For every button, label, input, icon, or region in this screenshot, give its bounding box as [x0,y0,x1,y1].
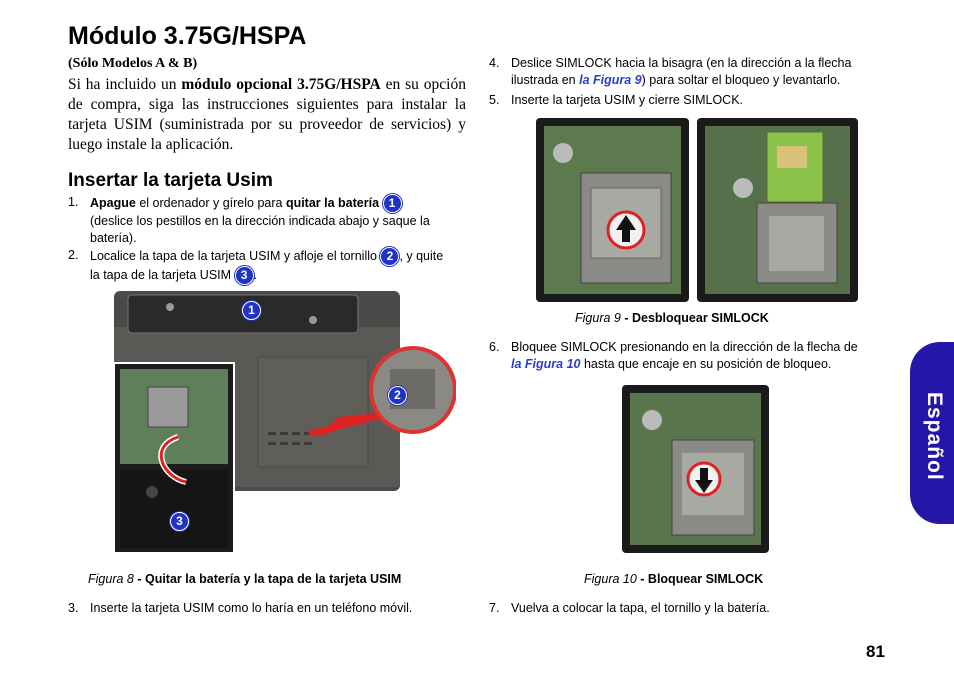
callout-badge-3: 3 [234,266,254,285]
step-4: 4. Deslice SIMLOCK hacia la bisagra (en … [489,56,852,87]
language-tab[interactable]: Español [910,342,954,524]
link-figure-10[interactable]: la Figura 10 [511,357,581,371]
figure-9-image-left [536,118,689,302]
figure-callout-1: 1 [242,301,261,320]
callout-badge-1: 1 [382,194,402,213]
page-title: Módulo 3.75G/HSPA [68,22,307,50]
figure-9-caption: Figura 9 - Desbloquear SIMLOCK [575,311,769,325]
callout-badge-2: 2 [380,247,400,266]
figure-10-caption: Figura 10 - Bloquear SIMLOCK [584,572,764,586]
step-3: 3. Inserte la tarjeta USIM como lo haría… [68,601,413,615]
step-5: 5. Inserte la tarjeta USIM y cierre SIML… [489,93,744,107]
step-6: 6. Bloquee SIMLOCK presionando en la dir… [489,340,858,371]
step-1: 1. Apague el ordenador y gírelo para qui… [68,194,430,245]
figure-callout-3: 3 [170,512,189,531]
language-tab-label: Español [923,392,946,481]
figure-9-image-right [697,118,858,302]
intro-bold: módulo opcional 3.75G/HSPA [181,76,381,93]
figure-8-image: 1 2 3 [108,287,456,555]
step-7: 7. Vuelva a colocar la tapa, el tornillo… [489,601,770,615]
figure-8-caption: Figura 8 - Quitar la batería y la tapa d… [88,572,402,586]
page-number: 81 [866,642,885,661]
section-title: Insertar la tarjeta Usim [68,170,273,191]
intro-paragraph: Si ha incluido un módulo opcional 3.75G/… [68,76,466,153]
step-2: 2. Localice la tapa de la tarjeta USIM y… [68,247,468,285]
models-note: (Sólo Modelos A & B) [68,56,198,71]
figure-callout-2: 2 [388,386,407,405]
figure-10-image [622,385,769,553]
link-figure-9[interactable]: la Figura 9 [579,73,642,87]
